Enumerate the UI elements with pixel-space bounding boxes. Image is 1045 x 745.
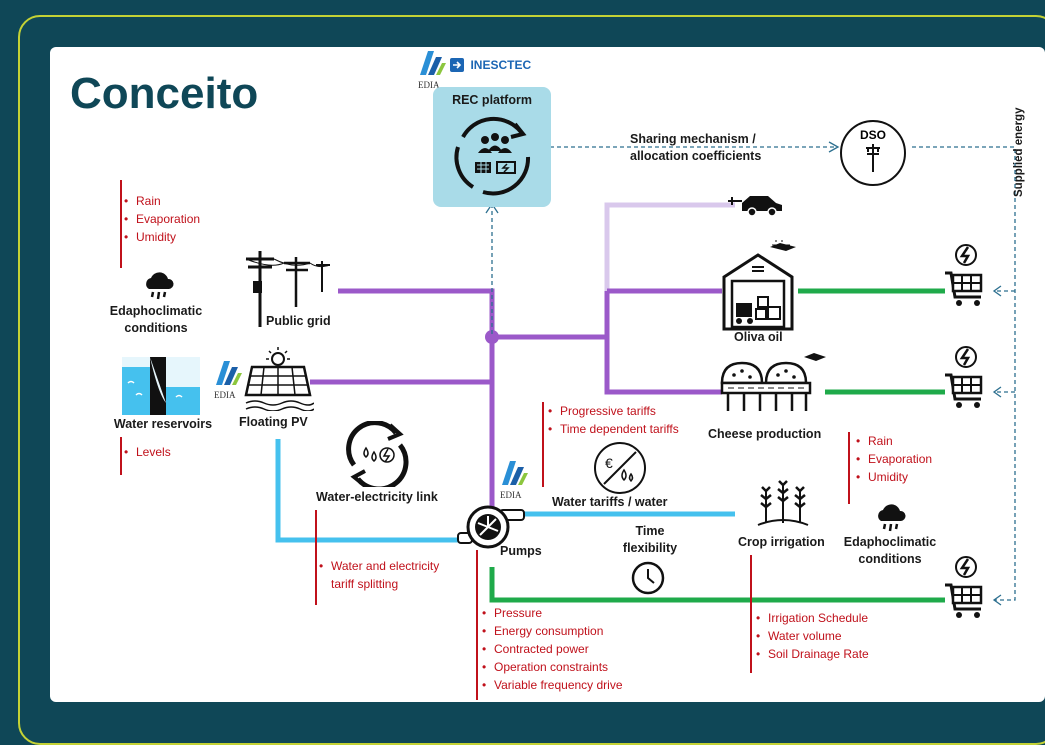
pumps-label: Pumps [500,544,542,558]
water-reservoir-icon [122,357,200,415]
page-title: Conceito [70,69,259,118]
olive-oil-factory-icon [722,240,796,331]
supplied-energy-label: Supplied energy [1013,107,1025,197]
list-item: •Pressure [482,606,543,620]
energy-cart-icon-1 [945,244,983,306]
svg-text:€: € [605,455,613,471]
cheese-purple-line [604,291,722,395]
rain-cloud-icon-right [878,504,906,532]
crop-irrigation-label: Crop irrigation [738,535,825,549]
crop-icon [757,480,809,526]
community-cycle-icon [454,116,531,196]
clock-icon [631,561,665,595]
water-tariff-icon: € [594,442,646,494]
edia-logo: EDIA [418,49,446,90]
crop-irrigation-list: •Irrigation Schedule •Water volume •Soil… [756,609,869,663]
edia-logo-pumps: EDIA [500,459,528,500]
tariff-splitting-list: •Water and electricity tariff splitting [319,557,439,593]
ev-line [604,202,735,291]
list-item: tariff splitting [331,577,399,591]
power-pole-icon [866,144,880,172]
public-grid-label: Public grid [266,314,331,328]
pv-water-line [275,439,462,543]
power-lines-icon [245,251,330,327]
list-item: •Levels [124,445,171,459]
olive-oil-label: Oliva oil [734,330,783,344]
list-item: •Water volume [756,629,842,643]
cheese-production-icon [720,353,826,411]
pump-icon [457,505,525,549]
list-item: •Irrigation Schedule [756,611,869,625]
list-item: •Soil Drainage Rate [756,647,869,661]
electric-car-icon [728,196,782,217]
climate-right-label: Edaphoclimatic conditions [843,535,937,566]
rec-platform-box: REC platform [433,87,551,207]
list-item: •Evaporation [856,452,933,466]
list-item: •Umidity [856,470,909,484]
energy-cart-icon-3 [945,556,983,618]
list-item: •Umidity [124,230,177,244]
list-item: •Variable frequency drive [482,678,623,692]
water-reservoirs-label: Water reservoirs [113,417,213,431]
dso-circle: DSO [840,120,906,186]
solar-panel-icon [244,347,314,411]
reservoir-list: •Levels [124,443,171,461]
list-item: •Water and electricity [319,559,440,573]
inesctec-logo: INESCTEC [450,56,531,74]
climate-right-list: •Rain •Evaporation •Umidity [856,432,932,486]
list-item: •Energy consumption [482,624,604,638]
climate-left-label: Edaphoclimatic conditions [109,304,203,335]
water-electricity-cycle-icon [346,421,409,487]
pumps-green-line [489,567,945,603]
list-item: •Operation constraints [482,660,609,674]
water-electricity-link-label: Water-electricity link [316,490,438,504]
water-tariffs-label: Water tariffs / water [552,495,668,509]
pumps-list: •Pressure •Energy consumption •Contracte… [482,604,623,694]
dso-label: DSO [859,128,886,142]
rain-cloud-icon [146,272,174,300]
list-item: •Progressive tariffs [548,404,656,418]
list-item: •Rain [124,194,161,208]
edia-logo-pv: EDIA [214,359,242,400]
energy-cart-icon-2 [945,346,983,408]
slide: Conceito EDIA [50,47,1045,702]
list-item: •Evaporation [124,212,201,226]
tariffs-list: •Progressive tariffs •Time dependent tar… [548,402,679,438]
list-item: •Time dependent tariffs [548,422,679,436]
floating-pv-label: Floating PV [239,415,308,429]
climate-left-list: •Rain •Evaporation •Umidity [124,192,200,246]
time-flexibility-label: Time flexibility [622,524,678,555]
list-item: •Rain [856,434,893,448]
connection-lines [275,141,1016,606]
cheese-production-label: Cheese production [708,427,822,441]
rec-platform-label: REC platform [452,93,532,107]
sharing-mechanism-label: Sharing mechanism / allocation coefficie… [630,132,762,163]
list-item: •Contracted power [482,642,589,656]
hub-node [485,330,499,344]
